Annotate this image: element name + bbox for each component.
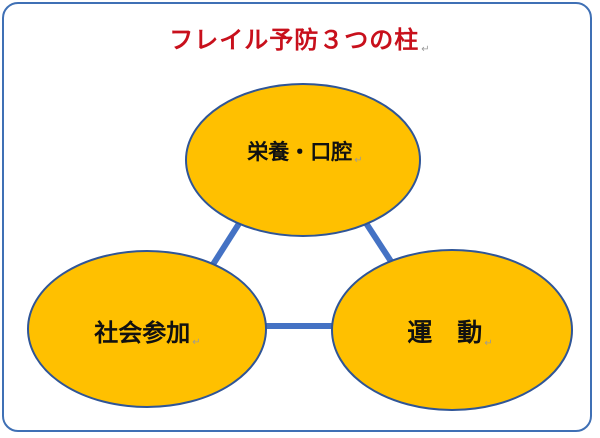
title-text: フレイル予防３つの柱	[169, 26, 420, 54]
paragraph-mark-icon: ↵	[484, 338, 493, 349]
node-social-participation	[27, 250, 267, 408]
node-top-text: 栄養・口腔	[247, 140, 353, 164]
paragraph-mark-icon: ↵	[421, 44, 431, 55]
node-nutrition-oral	[185, 83, 421, 237]
paragraph-mark-icon: ↵	[354, 155, 363, 166]
connector-top-left	[209, 220, 243, 268]
node-left-text: 社会参加	[94, 319, 191, 347]
node-exercise	[331, 249, 573, 411]
node-label-nutrition-oral: 栄養・口腔↵	[190, 136, 420, 166]
node-label-social-participation: 社会参加↵	[30, 313, 265, 348]
paragraph-mark-icon: ↵	[192, 337, 201, 348]
node-right-text: 運 動	[407, 318, 483, 347]
diagram-title: フレイル予防３つの柱↵	[0, 20, 600, 55]
node-label-exercise: 運 動↵	[330, 313, 570, 349]
connector-top-right	[361, 218, 397, 268]
